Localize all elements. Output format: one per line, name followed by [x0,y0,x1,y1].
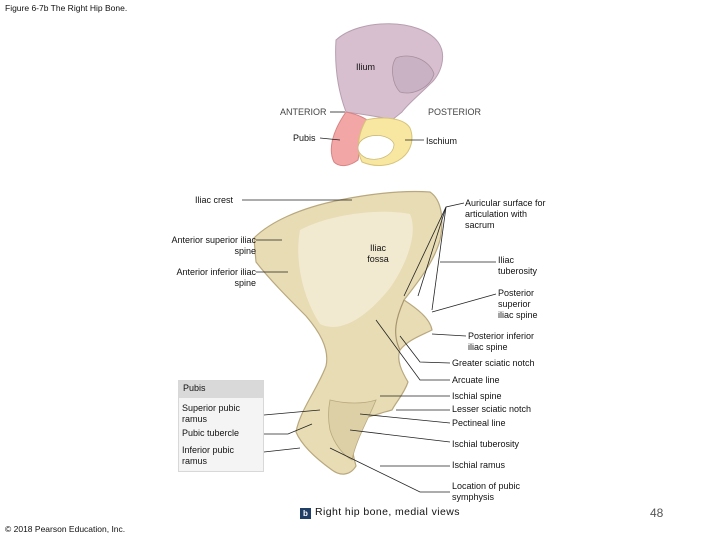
figure-caption: Right hip bone, medial views [315,506,460,518]
label-pubic-symphysis: Location of pubic symphysis [452,481,521,502]
label-ischial-tuberosity: Ischial tuberosity [452,439,520,449]
label-pubis-inset: Pubis [293,133,316,143]
label-anterior-inferior-iliac-spine: Anterior inferior iliac spine [176,267,256,288]
label-pubic-tubercle: Pubic tubercle [182,428,240,438]
inset-pubis [330,111,373,167]
label-ischium-inset: Ischium [426,136,458,146]
label-iliac-crest: Iliac crest [195,195,234,205]
main-bone-fossa [298,211,413,327]
label-anterior-superior-iliac-spine: Anterior superior iliac spine [171,235,256,256]
inset-hip-bone [330,23,443,167]
label-greater-sciatic-notch: Greater sciatic notch [452,358,535,368]
main-bone-shading [395,299,405,351]
label-ischial-ramus: Ischial ramus [452,460,506,470]
inset-obturator [357,135,395,160]
label-iliac-fossa: Iliac fossa [367,243,389,264]
pubis-box-header [179,381,263,398]
label-inferior-pubic-ramus: Inferior pubic ramus [182,445,235,466]
caption-badge: b [300,508,311,519]
label-posterior-inferior-iliac-spine: Posterior inferior iliac spine [468,331,535,352]
page-number: 48 [650,506,664,520]
label-iliac-tuberosity: Iliac tuberosity [498,255,538,276]
main-hip-bone [253,190,443,475]
pubis-box-heading: Pubis [183,383,206,393]
label-ischial-spine: Ischial spine [452,391,502,401]
label-posterior-superior-iliac-spine: Posterior superior iliac spine [498,288,538,320]
figure-title: Figure 6-7b The Right Hip Bone. [5,3,128,13]
inset-ilium-auricular [392,55,435,94]
inset-ilium [335,23,443,121]
copyright-notice: © 2018 Pearson Education, Inc. [5,524,126,534]
label-auricular-surface: Auricular surface for articulation with … [465,198,546,230]
label-ilium: Ilium [356,62,376,72]
label-lesser-sciatic-notch: Lesser sciatic notch [452,404,532,414]
label-pectineal-line: Pectineal line [452,418,506,428]
label-anterior: ANTERIOR [280,107,327,117]
label-posterior: POSTERIOR [428,107,482,117]
leader-lines [242,111,497,493]
pubis-box [178,380,264,472]
label-superior-pubic-ramus: Superior pubic ramus [182,403,241,424]
label-arcuate-line: Arcuate line [452,375,500,385]
